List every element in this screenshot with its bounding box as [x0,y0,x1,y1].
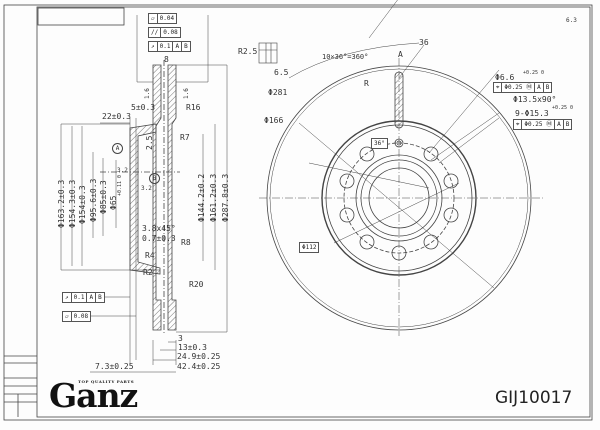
dim-depth: 0.7±0.3 [142,234,176,243]
slot-detail [258,42,278,64]
dim-d95: Φ95.6±0.3 [89,178,98,222]
roughness-3: 3.2 [117,167,128,174]
dim-holes-tol: +0.25 0 [552,105,574,111]
parallelism-tolerance: //0.08 [148,27,181,38]
section-label-a: A [398,50,403,59]
title-box [37,7,125,26]
dim-42-4: 42.4±0.25 [177,362,221,371]
roughness-1: 1.6 [144,88,151,99]
roughness-4: 3.2 [141,185,152,192]
dim-d85: Φ85±0.3 [99,180,108,214]
dim-d166: Φ166 [264,116,284,125]
dim-d154-3: Φ154.3±0.3 [68,179,77,228]
dim-r4: R4 [145,251,155,260]
dim-8: 8 [164,55,169,64]
disc-front-view [259,0,544,336]
dim-d281: Φ281 [268,88,288,97]
dim-6-5: 6.5 [274,68,289,77]
title-block-rows [4,355,37,417]
dim-22: 22±0.3 [102,112,131,121]
dim-r7: R7 [180,133,190,142]
logo-tagline: TOP QUALITY PARTS [78,379,135,384]
dim-d112: Φ112 [299,242,320,253]
dim-r8: R8 [181,238,191,247]
dim-24-9: 24.9±0.25 [177,352,221,361]
dim-7-3: 7.3±0.25 [95,362,134,371]
datum-b: B [149,173,160,184]
roughness-symbol: 6.3 [566,17,577,24]
dim-36-deg: 36° [371,138,388,149]
dim-d161: Φ161.2±0.3 [209,173,218,222]
flatness-icon: ▱ [149,14,158,23]
part-number: GIJ10017 [495,388,573,408]
runout-icon: ↗ [149,42,158,51]
dim-r2: R2 [143,268,153,277]
ganz-logo: Ganz [49,376,138,415]
dim-countersink: Φ13.5x90° [513,95,557,104]
datum-a: A [112,143,123,154]
flatness-icon: ▱ [63,312,72,321]
position-icon: ⌖ [494,83,503,92]
flatness-tolerance: ▱0.04 [148,13,178,24]
inner-frame [36,6,591,418]
dim-d144: Φ144.2±0.2 [197,173,206,222]
dim-chamfer: 3.8x45° [142,224,176,233]
dim-holes: 9-Φ15.3 [515,109,549,118]
dim-d6-6-tol: +0.25 0 [523,70,545,76]
dim-d65-tol: +0.11 0 [117,174,123,196]
dim-r: R [364,79,369,88]
dim-d154: Φ154±0.3 [78,185,87,224]
runout-icon: ↗ [63,293,72,302]
dim-d287: Φ287.8±0.3 [221,173,230,222]
dim-36: 36 [419,38,429,47]
flatness-tolerance-left: ▱0.08 [62,311,92,322]
dim-angle: 10×36°=360° [322,53,369,61]
sheet-border [3,4,593,421]
disc-cross-section [100,60,180,335]
dim-5: 5±0.3 [131,103,156,112]
dim-r2-5: R2.5 [238,47,258,56]
dim-d6-6: Φ6.6 [495,73,515,82]
dim-d163: Φ163.2±0.3 [57,179,66,228]
dimension-lines [60,15,228,373]
parallelism-icon: // [149,28,162,37]
dim-2-5: 2.5 [145,135,154,150]
position-icon: ⌖ [514,120,523,129]
dim-d65: Φ65 [109,195,118,210]
dim-r20: R20 [189,280,204,289]
dim-3: 3 [178,334,183,343]
roughness-2: 1.6 [183,88,190,99]
dim-r16: R16 [186,103,201,112]
dim-13: 13±0.3 [178,343,207,352]
